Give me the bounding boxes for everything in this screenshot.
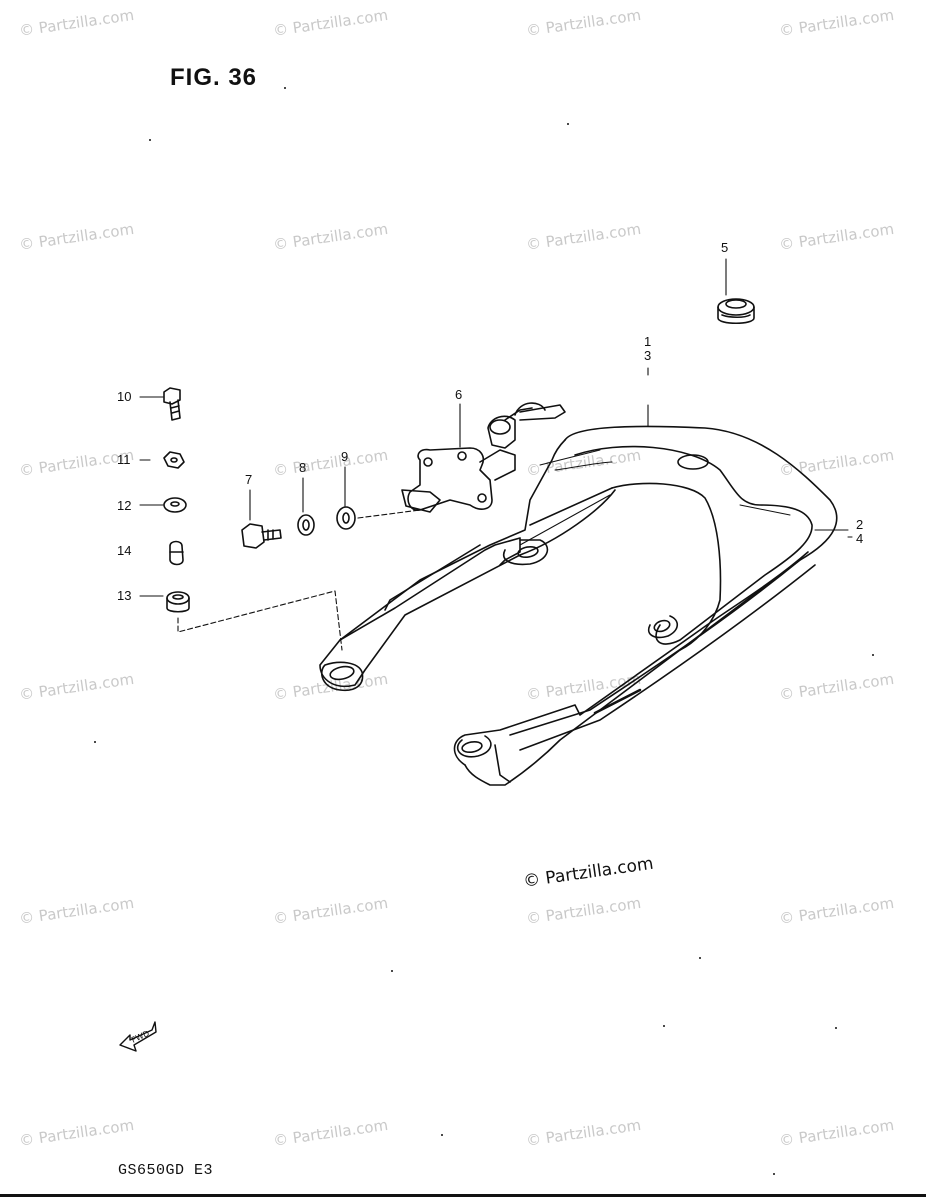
callout-1-3[interactable]: 1 3: [644, 335, 651, 363]
seat-lock-part-6[interactable]: [401, 402, 566, 513]
fwd-label: FWD: [130, 1029, 151, 1045]
callout-5[interactable]: 5: [721, 240, 729, 255]
callout-3: 3: [644, 348, 652, 363]
bolt-part-7[interactable]: [241, 523, 282, 549]
grommet-part-5[interactable]: [717, 298, 755, 325]
callout-11[interactable]: 11: [117, 452, 131, 467]
callout-10[interactable]: 10: [117, 389, 132, 404]
washer-part-12[interactable]: [163, 497, 187, 513]
clip-part-14[interactable]: [169, 540, 184, 566]
grommet-part-13[interactable]: [166, 591, 190, 613]
model-code: GS650GD E3: [118, 1162, 214, 1179]
bolt-part-10[interactable]: [163, 387, 181, 421]
callout-4: 4: [856, 531, 864, 546]
washer-part-9[interactable]: [336, 506, 356, 530]
nut-part-11[interactable]: [163, 451, 185, 469]
lock-washer-part-8[interactable]: [297, 514, 315, 536]
callout-12[interactable]: 12: [117, 498, 132, 513]
grab-rail[interactable]: [319, 425, 838, 786]
callout-9[interactable]: 9: [341, 449, 349, 464]
figure-title: FIG. 36: [170, 64, 258, 91]
callout-2: 2: [856, 517, 864, 532]
leader-lines: [139, 258, 853, 651]
callout-1: 1: [644, 334, 652, 349]
callout-13[interactable]: 13: [117, 588, 132, 603]
callout-2-4[interactable]: 2 4: [856, 518, 863, 546]
callout-7[interactable]: 7: [245, 472, 253, 487]
callout-14[interactable]: 14: [117, 543, 132, 558]
callout-8[interactable]: 8: [299, 460, 307, 475]
fwd-arrow-icon: FWD: [119, 1021, 157, 1052]
scan-specks: [94, 87, 874, 1175]
callout-6[interactable]: 6: [455, 387, 463, 402]
bottom-border: [0, 1194, 926, 1197]
